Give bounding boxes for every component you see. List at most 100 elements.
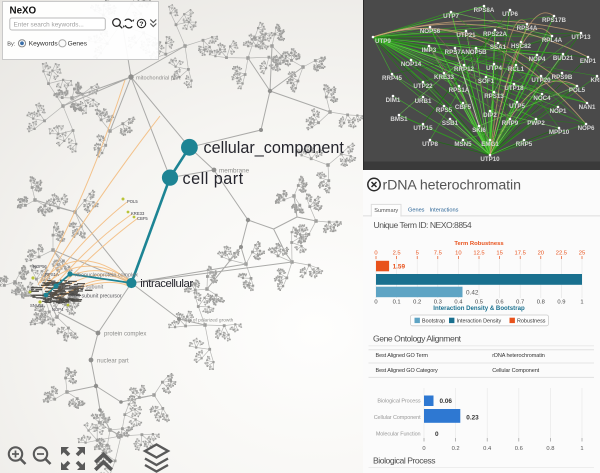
svg-text:0.4: 0.4 bbox=[483, 446, 492, 452]
svg-text:Best Aligned GO Category: Best Aligned GO Category bbox=[376, 368, 438, 374]
svg-text:POL5: POL5 bbox=[569, 87, 586, 94]
svg-text:DIP2: DIP2 bbox=[483, 112, 497, 119]
svg-text:RPL4A: RPL4A bbox=[542, 37, 563, 44]
svg-text:intracellular: intracellular bbox=[140, 278, 193, 290]
svg-text:RPS8A: RPS8A bbox=[474, 7, 495, 14]
svg-text:0.42: 0.42 bbox=[466, 290, 479, 297]
svg-text:RPS13: RPS13 bbox=[484, 93, 504, 100]
svg-text:NAN1: NAN1 bbox=[579, 104, 596, 111]
svg-text:0.5: 0.5 bbox=[475, 300, 483, 306]
svg-text:SNU13: SNU13 bbox=[30, 303, 44, 308]
svg-text:UTP20: UTP20 bbox=[531, 77, 551, 84]
svg-text:SOF1: SOF1 bbox=[478, 78, 495, 85]
svg-text:0.8: 0.8 bbox=[537, 300, 545, 306]
svg-text:RRP45: RRP45 bbox=[382, 75, 403, 82]
svg-text:POL5: POL5 bbox=[127, 199, 138, 204]
svg-text:17.5: 17.5 bbox=[515, 251, 526, 257]
svg-text:membrane: membrane bbox=[219, 168, 250, 175]
svg-text:Interaction Density & Bootstra: Interaction Density & Bootstrap bbox=[433, 305, 525, 312]
svg-text:ENP1: ENP1 bbox=[580, 58, 597, 65]
svg-text:UTP21: UTP21 bbox=[456, 32, 476, 39]
svg-text:Biological Process: Biological Process bbox=[377, 399, 420, 405]
svg-text:5: 5 bbox=[416, 251, 419, 257]
svg-text:0.23: 0.23 bbox=[466, 415, 479, 422]
svg-text:SSA1: SSA1 bbox=[490, 44, 507, 51]
svg-text:NOP4: NOP4 bbox=[52, 307, 64, 312]
svg-text:RPS22A: RPS22A bbox=[483, 31, 508, 38]
svg-text:cell part: cell part bbox=[183, 170, 244, 188]
svg-text:NeXO: NeXO bbox=[10, 6, 37, 17]
svg-text:RPS1A: RPS1A bbox=[45, 272, 59, 277]
svg-text:Keywords: Keywords bbox=[29, 41, 59, 48]
svg-text:UTP10: UTP10 bbox=[480, 156, 500, 163]
svg-text:RRP12: RRP12 bbox=[454, 66, 475, 73]
svg-text:UTP5: UTP5 bbox=[509, 103, 525, 110]
svg-text:site of polarized growth: site of polarized growth bbox=[184, 318, 234, 324]
svg-text:12.5: 12.5 bbox=[473, 251, 484, 257]
svg-text:MSN5: MSN5 bbox=[454, 141, 472, 148]
svg-text:RRP9: RRP9 bbox=[502, 120, 519, 127]
svg-text:NOP5B: NOP5B bbox=[465, 49, 487, 56]
svg-text:?: ? bbox=[139, 21, 143, 28]
svg-text:0.2: 0.2 bbox=[452, 446, 460, 452]
svg-text:1.59: 1.59 bbox=[393, 264, 406, 271]
svg-text:UTP18: UTP18 bbox=[504, 85, 524, 92]
svg-text:KRE: KRE bbox=[590, 77, 600, 84]
svg-text:RPS17B: RPS17B bbox=[542, 17, 567, 24]
svg-text:MPP10: MPP10 bbox=[549, 129, 570, 136]
svg-text:1: 1 bbox=[580, 446, 583, 452]
svg-text:rDNA heterochromatin: rDNA heterochromatin bbox=[383, 178, 521, 194]
svg-text:UTP13: UTP13 bbox=[571, 34, 591, 41]
svg-text:BMS1: BMS1 bbox=[390, 116, 408, 123]
svg-text:rDNA heterochromatin: rDNA heterochromatin bbox=[492, 353, 544, 359]
svg-text:UTP22: UTP22 bbox=[413, 83, 433, 90]
svg-text:UTP8: UTP8 bbox=[422, 141, 438, 148]
svg-text:ribonucleoprotein complex: ribonucleoprotein complex bbox=[75, 273, 138, 279]
svg-text:UTP15: UTP15 bbox=[413, 125, 433, 132]
svg-text:0.06: 0.06 bbox=[440, 398, 453, 405]
svg-text:NOP1: NOP1 bbox=[550, 108, 567, 115]
svg-text:CBF5: CBF5 bbox=[137, 216, 148, 221]
svg-text:NOP56: NOP56 bbox=[33, 264, 47, 269]
svg-text:RPS7A: RPS7A bbox=[445, 49, 466, 56]
svg-text:UTP6: UTP6 bbox=[502, 11, 518, 18]
svg-text:PWP2: PWP2 bbox=[527, 120, 545, 127]
svg-text:0: 0 bbox=[374, 251, 377, 257]
svg-text:0.2: 0.2 bbox=[413, 300, 421, 306]
svg-text:Unique Term ID: NEXO:8854: Unique Term ID: NEXO:8854 bbox=[374, 220, 472, 230]
svg-text:nuclear part: nuclear part bbox=[97, 359, 129, 365]
svg-text:1: 1 bbox=[580, 300, 583, 306]
svg-text:20: 20 bbox=[538, 251, 544, 257]
svg-text:Molecular Function: Molecular Function bbox=[376, 432, 421, 438]
svg-text:RPS9B: RPS9B bbox=[552, 74, 573, 81]
svg-text:NOP56: NOP56 bbox=[420, 28, 441, 35]
svg-text:Genes: Genes bbox=[408, 207, 425, 213]
svg-text:CBF5: CBF5 bbox=[455, 104, 472, 111]
svg-text:0.9: 0.9 bbox=[557, 300, 565, 306]
svg-text:RPS1A: RPS1A bbox=[449, 87, 470, 94]
svg-text:NOP4: NOP4 bbox=[529, 56, 546, 63]
svg-text:Interactions: Interactions bbox=[430, 207, 459, 213]
svg-text:SSB1: SSB1 bbox=[442, 120, 459, 127]
svg-text:ribosomal subunit: ribosomal subunit bbox=[61, 285, 104, 291]
svg-text:0.7: 0.7 bbox=[516, 300, 524, 306]
svg-text:Robustness: Robustness bbox=[517, 319, 546, 325]
svg-text:7.5: 7.5 bbox=[434, 251, 442, 257]
svg-text:0: 0 bbox=[435, 431, 439, 438]
svg-text:NOP6: NOP6 bbox=[578, 125, 595, 132]
svg-text:UTP9: UTP9 bbox=[375, 38, 391, 45]
svg-text:0.4: 0.4 bbox=[454, 300, 463, 306]
svg-text:0.3: 0.3 bbox=[434, 300, 442, 306]
svg-text:Cellular Component: Cellular Component bbox=[374, 415, 421, 421]
svg-text:Gene Ontology Alignment: Gene Ontology Alignment bbox=[373, 333, 462, 343]
svg-text:0.1: 0.1 bbox=[393, 300, 401, 306]
svg-text:15: 15 bbox=[496, 251, 502, 257]
svg-text:IMP3: IMP3 bbox=[422, 47, 437, 54]
svg-text:UTP7: UTP7 bbox=[443, 13, 459, 20]
svg-text:RPS4A: RPS4A bbox=[517, 25, 538, 32]
svg-text:protein complex: protein complex bbox=[104, 332, 146, 338]
svg-text:22.5: 22.5 bbox=[556, 251, 567, 257]
svg-text:NOC4: NOC4 bbox=[533, 95, 551, 102]
svg-text:Biological Process: Biological Process bbox=[373, 456, 435, 466]
svg-text:HSC82: HSC82 bbox=[511, 43, 532, 50]
